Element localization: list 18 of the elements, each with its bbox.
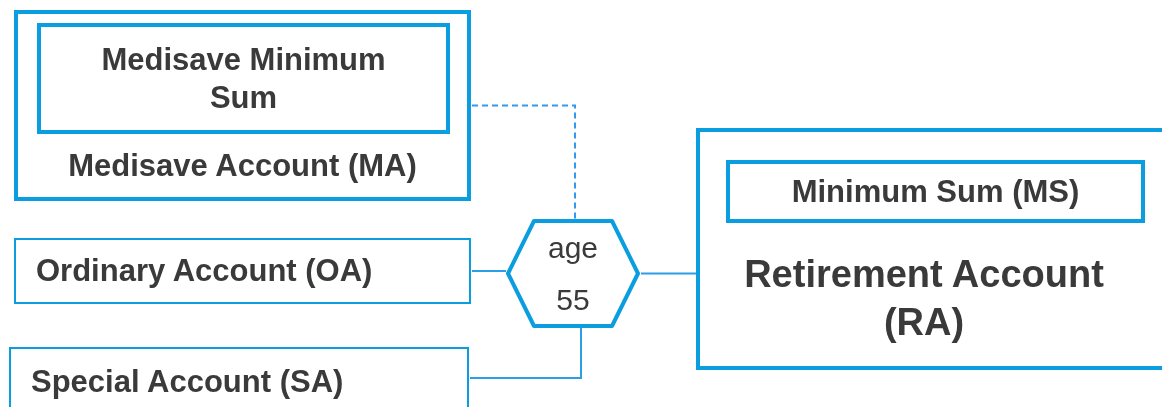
account-label: Minimum Sum (MS) — [790, 172, 1081, 211]
account-label: Medisave Account (MA) — [67, 147, 418, 185]
account-box — [9, 347, 469, 407]
account-box — [14, 238, 471, 304]
connector-line — [640, 272, 697, 275]
account-box — [696, 128, 1162, 370]
account-label: Special Account (SA) — [30, 363, 345, 401]
hexagon-shape — [506, 219, 640, 328]
connector-line — [471, 104, 576, 220]
hexagon-label: age 55 — [546, 229, 600, 318]
account-label: Ordinary Account (OA) — [35, 252, 374, 290]
account-label: Medisave Minimum Sum — [100, 40, 387, 117]
inner-box — [726, 160, 1145, 223]
inner-box — [37, 23, 450, 134]
account-label: Retirement Account (RA) — [743, 252, 1105, 345]
connector-line — [469, 327, 582, 379]
account-box — [14, 10, 471, 201]
connector-line — [471, 270, 507, 272]
